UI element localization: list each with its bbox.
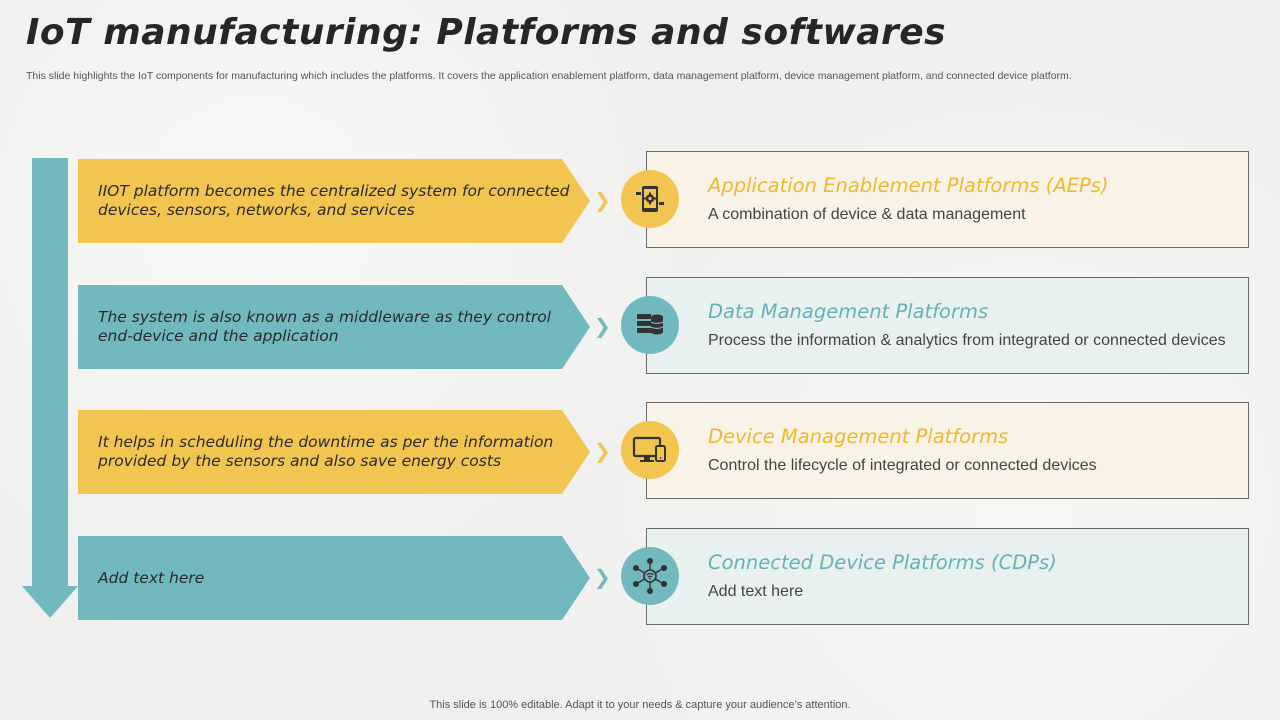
banner-text: The system is also known as a middleware…: [98, 308, 551, 345]
mobile-gear-icon: [621, 170, 679, 228]
platform-card: [646, 277, 1249, 374]
platform-row-data-management: The system is also known as a middleware…: [0, 277, 1280, 377]
platform-card: [646, 402, 1249, 499]
platform-card: [646, 528, 1249, 625]
chevron-right-icon: ❯: [594, 314, 611, 338]
platform-description: Process the information & analytics from…: [708, 332, 1226, 349]
platform-description: Control the lifecycle of integrated or c…: [708, 457, 1097, 474]
platform-description: A combination of device & data managemen…: [708, 206, 1026, 223]
platform-row-device-management: It helps in scheduling the downtime as p…: [0, 402, 1280, 502]
row-banner: The system is also known as a middleware…: [78, 285, 590, 369]
banner-text: It helps in scheduling the downtime as p…: [98, 433, 554, 470]
platform-title: Data Management Platforms: [708, 300, 989, 323]
row-banner: Add text here: [78, 536, 590, 620]
platform-row-aep: IIOT platform becomes the centralized sy…: [0, 151, 1280, 251]
chevron-right-icon: ❯: [594, 439, 611, 463]
platform-card: [646, 151, 1249, 248]
banner-text: Add text here: [98, 568, 205, 587]
footer-note: This slide is 100% editable. Adapt it to…: [429, 699, 851, 711]
row-banner: IIOT platform becomes the centralized sy…: [78, 159, 590, 243]
platform-row-cdp: Add text here ❯: [0, 528, 1280, 628]
platform-description: Add text here: [708, 583, 804, 600]
chevron-right-icon: ❯: [594, 565, 611, 589]
chevron-right-icon: ❯: [594, 188, 611, 212]
monitor-phone-icon: [621, 421, 679, 479]
page-subtitle: This slide highlights the IoT components…: [26, 70, 1072, 82]
platform-title: Connected Device Platforms (CDPs): [708, 551, 1057, 574]
network-wifi-icon: [621, 547, 679, 605]
banner-text: IIOT platform becomes the centralized sy…: [98, 182, 570, 219]
database-server-icon: [621, 296, 679, 354]
row-banner: It helps in scheduling the downtime as p…: [78, 410, 590, 494]
down-arrow-icon: [22, 158, 78, 618]
platform-title: Application Enablement Platforms (AEPs): [708, 174, 1109, 197]
platform-title: Device Management Platforms: [708, 425, 1009, 448]
page-title: IoT manufacturing: Platforms and softwar…: [26, 12, 947, 53]
